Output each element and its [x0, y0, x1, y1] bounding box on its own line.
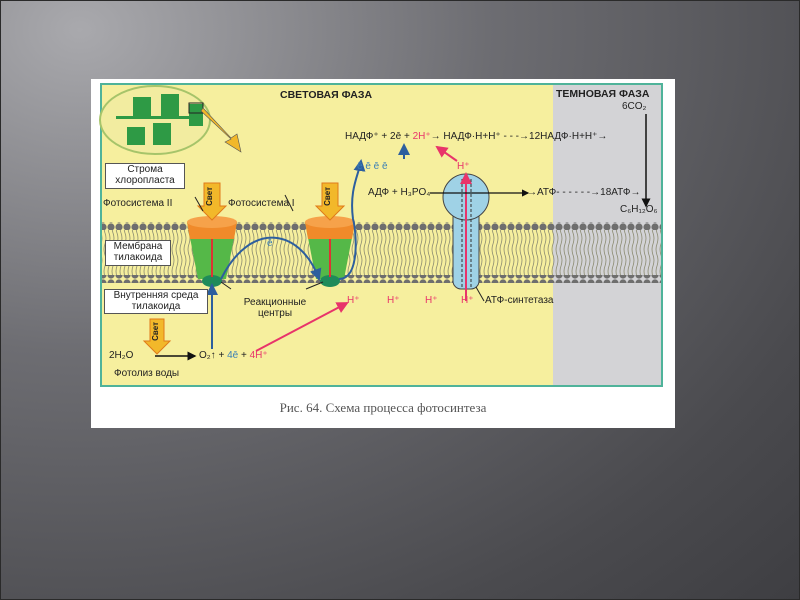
light-arrow-icon	[142, 182, 346, 355]
electrons: ē ē ē ē	[357, 161, 388, 172]
o2-label: O₂↑ +	[199, 350, 228, 361]
grana-icon	[116, 94, 203, 145]
lumen-label: Внутренняя среда тилакоида	[104, 289, 208, 314]
atp-equation: →АТФ- - - - - -→18АТФ→	[527, 187, 641, 198]
membrane-tails	[102, 230, 661, 275]
diagram-graphics	[99, 83, 663, 387]
nadph-products: → НАДФ·H+H⁺ - - -→12НАДФ·H+H⁺→	[430, 131, 608, 142]
nadp-reactants: НАДФ⁺ + 2ē +	[345, 131, 413, 142]
membrane-outer-heads	[102, 222, 661, 230]
protons-4h: 4H⁺	[249, 350, 268, 361]
proton-arrow	[435, 145, 458, 162]
glucose-label: C₆H₁₂O₆	[620, 204, 658, 215]
photolysis-products: O₂↑ + 4ē + 4H⁺	[199, 351, 268, 361]
photosystem-2-label: Фотосистема II	[103, 198, 173, 209]
membrane-inner-heads	[102, 275, 661, 283]
photosystem-1-icon	[305, 216, 355, 287]
h-plus: H⁺	[347, 295, 360, 306]
reaction-centers-label: Реакционные центры	[243, 297, 307, 319]
light-label: Свет	[205, 187, 214, 206]
light-label: Свет	[151, 322, 160, 341]
plus-sign: +	[238, 350, 250, 361]
figure-caption: Рис. 64. Схема процесса фотосинтеза	[279, 400, 487, 415]
nadp-equation: НАДФ⁺ + 2ē + 2H⁺→ НАДФ·H+H⁺ - - -→12НАДФ…	[345, 132, 607, 142]
atp-synthase-label: АТФ-синтетаза	[485, 295, 554, 306]
proton-2h: 2H⁺	[412, 131, 431, 142]
electrons-4e: 4ē	[227, 350, 239, 361]
light-label: Свет	[323, 187, 332, 206]
photosystem-1-label: Фотосистема I	[228, 198, 295, 209]
atp-synthase-icon	[442, 172, 490, 301]
photosynthesis-figure: СВЕТОВАЯ ФАЗА ТЕМНОВАЯ ФАЗА 6CO₂ НАДФ⁺ +…	[91, 79, 675, 428]
stroma-label: Строма хлоропласта	[105, 163, 185, 189]
zoom-arrow-icon	[200, 107, 242, 153]
membrane-label: Мембрана тилакоида	[105, 240, 171, 266]
light-phase-title: СВЕТОВАЯ ФАЗА	[280, 89, 373, 101]
membrane-electron: ē	[267, 238, 273, 249]
h-plus: H⁺	[425, 295, 438, 306]
co2-label: 6CO₂	[622, 101, 647, 112]
photolysis-label: Фотолиз воды	[114, 368, 180, 379]
h-plus-top: H⁺	[457, 161, 470, 172]
adp-label: АДФ + H₃PO₄	[368, 187, 431, 198]
proton-arrow	[255, 302, 349, 352]
h-plus: H⁺	[461, 295, 474, 306]
dark-phase-title: ТЕМНОВАЯ ФАЗА	[556, 88, 650, 100]
electron-arrow	[220, 236, 322, 281]
h-plus: H⁺	[387, 295, 400, 306]
electron-arrow	[338, 159, 366, 280]
water-label: 2H₂O	[109, 350, 134, 361]
